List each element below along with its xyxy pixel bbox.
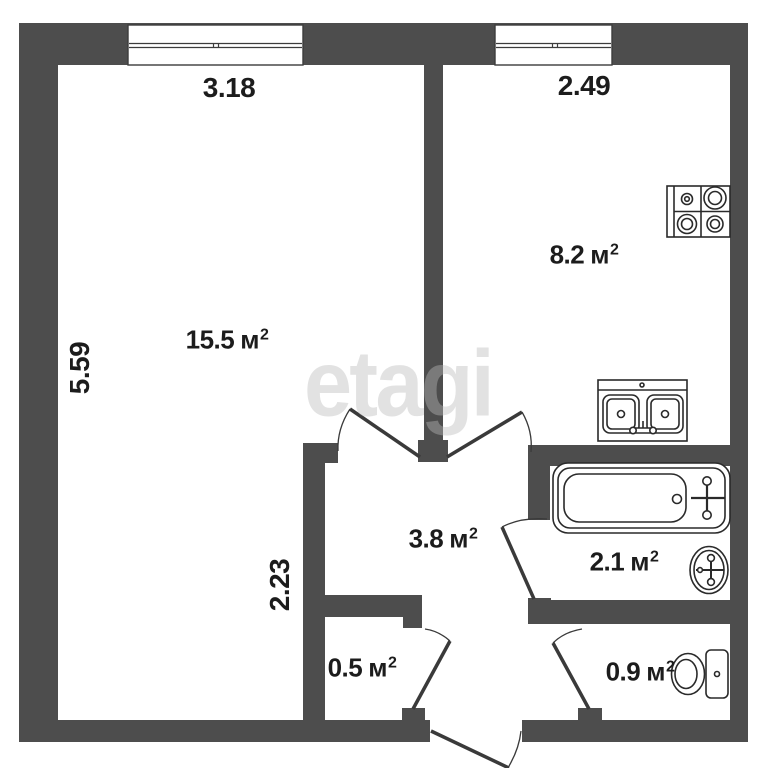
door-leaf-storage: [411, 640, 452, 710]
wall-divider-column: [418, 440, 448, 462]
wall-bottom-left: [19, 720, 430, 742]
dimension-label-living-lower-height: 2.23: [264, 558, 295, 612]
wall-bath-bottom: [528, 600, 748, 624]
door-arc-bathroom: [501, 518, 548, 528]
wall-hall-left: [303, 443, 325, 720]
wall-left: [19, 23, 58, 742]
dimension-label-kitchen-width: 2.49: [557, 70, 611, 101]
kitchen-sink-icon: [597, 379, 688, 442]
wall-wc-door-column: [578, 708, 602, 722]
door-arc-kitchen: [521, 411, 532, 453]
windows: [127, 24, 613, 66]
dimension-label-living-width: 3.18: [202, 72, 256, 103]
wall-storage-top: [325, 595, 422, 617]
door-arc-entrance: [508, 730, 522, 767]
doors: [337, 407, 591, 768]
wall-room-divider: [424, 65, 443, 445]
door-arc-storage: [424, 628, 451, 642]
wall-bath-left: [528, 445, 550, 520]
wall-right: [730, 23, 748, 742]
door-leaf-bathroom: [500, 526, 536, 600]
dimension-label-living-height: 5.59: [64, 341, 95, 395]
toilet-icon: [670, 649, 729, 699]
stove-icon: [666, 185, 731, 238]
fixtures: [552, 185, 731, 699]
door-leaf-living: [349, 407, 421, 459]
wall-storage-door-column: [402, 708, 425, 722]
window-living: [127, 24, 304, 66]
wall-kitchen-bottom: [528, 445, 730, 466]
wall-storage-right-stub: [403, 595, 422, 628]
walls: [19, 23, 748, 742]
door-leaf-kitchen: [446, 410, 523, 459]
window-kitchen: [494, 24, 613, 66]
bathtub-icon: [552, 462, 731, 534]
wall-bottom-right: [522, 720, 748, 742]
door-leaf-entrance: [430, 729, 510, 768]
door-arc-wc: [552, 628, 583, 644]
washbasin-icon: [689, 545, 729, 595]
door-leaf-wc: [551, 642, 591, 710]
door-arc-living: [337, 408, 351, 452]
